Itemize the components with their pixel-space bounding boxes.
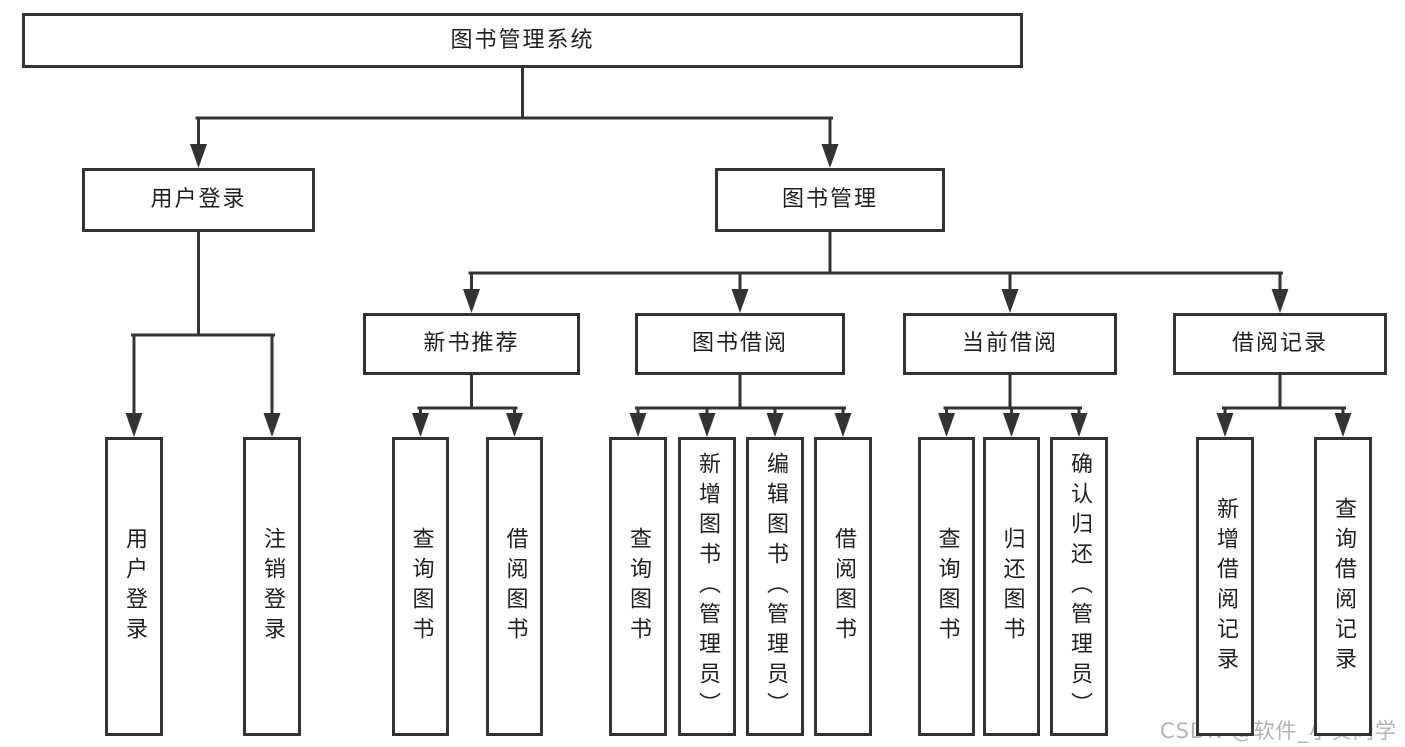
node-leaf-br-add: 新增借阅记录 [1196,437,1254,736]
node-leaf-bb-query: 查询图书 [609,437,667,736]
node-book-mgmt: 图书管理 [715,168,945,232]
node-borrow-records: 借阅记录 [1173,313,1387,375]
arrowhead-icon [1003,413,1020,437]
arrowhead-icon [1334,413,1352,437]
arrowhead-icon [731,289,749,313]
node-leaf-cb-query: 查询图书 [918,437,975,736]
arrowhead-icon [463,289,480,313]
node-book-borrow: 图书借阅 [635,313,845,375]
node-root: 图书管理系统 [22,13,1023,68]
node-leaf-logout: 注销登录 [243,437,301,736]
arrowhead-icon [506,413,523,437]
node-leaf-nbr-borrow: 借阅图书 [486,437,543,736]
arrowhead-icon [1216,413,1234,437]
node-login: 用户登录 [82,168,315,232]
arrowhead-icon [1070,413,1088,437]
arrowhead-icon [698,413,716,437]
node-leaf-br-query: 查询借阅记录 [1314,437,1372,736]
arrowhead-icon [1271,289,1289,313]
node-leaf-bb-add: 新增图书（管理员） [678,437,736,736]
node-current-borrow: 当前借阅 [903,313,1117,375]
node-leaf-bb-edit: 编辑图书（管理员） [746,437,804,736]
node-new-book-rec: 新书推荐 [363,313,580,375]
arrowhead-icon [629,413,647,437]
node-leaf-cb-return: 归还图书 [983,437,1040,736]
arrowhead-icon [412,413,429,437]
arrowhead-icon [263,413,281,437]
arrowhead-icon [834,413,852,437]
node-leaf-user-login: 用户登录 [105,437,163,736]
node-leaf-nbr-query: 查询图书 [392,437,449,736]
arrowhead-icon [821,144,839,168]
arrowhead-icon [1001,289,1019,313]
node-leaf-cb-confirm: 确认归还（管理员） [1050,437,1108,736]
arrowhead-icon [938,413,955,437]
arrowhead-icon [766,413,784,437]
arrowhead-icon [190,144,207,168]
arrowhead-icon [125,413,143,437]
node-leaf-bb-borrow: 借阅图书 [814,437,872,736]
